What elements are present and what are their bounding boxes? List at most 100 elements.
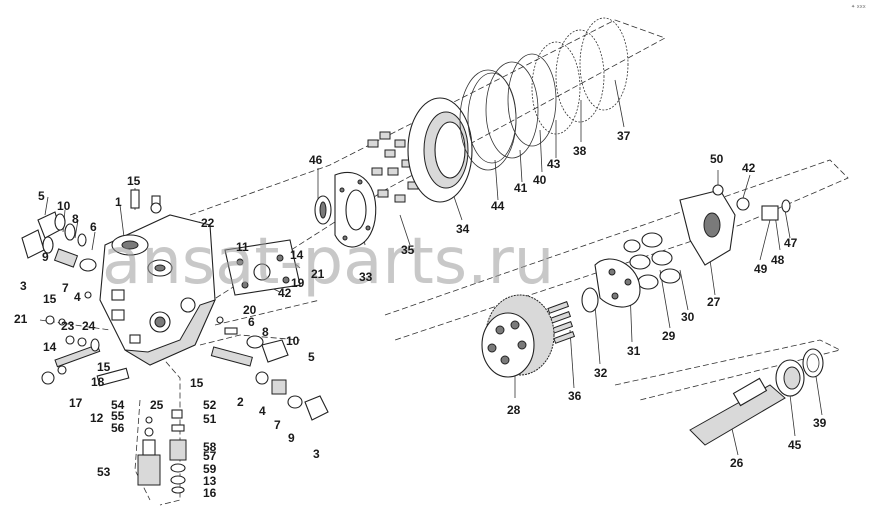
callout-label: 44 — [491, 199, 505, 213]
ring-40 — [507, 53, 557, 147]
plate-38 — [555, 29, 605, 123]
ring-41 — [485, 61, 539, 159]
pistons-30 — [623, 232, 681, 290]
callout-label: 45 — [788, 438, 802, 452]
callout-label: 19 — [291, 276, 305, 290]
callout-label: 33 — [359, 270, 373, 284]
callout-label: 9 — [42, 250, 49, 264]
callout-label: 31 — [627, 344, 641, 358]
callout-label: 3 — [20, 279, 27, 293]
callout-label: 15 — [43, 292, 57, 306]
callout-label: 1 — [115, 195, 122, 209]
callout-label: 4 — [74, 290, 81, 304]
callout-label: 42 — [742, 161, 756, 175]
spring-7 — [53, 248, 79, 268]
callout-label: 37 — [617, 129, 631, 143]
callout-label: 46 — [309, 153, 323, 167]
callout-label: 52 — [203, 398, 217, 412]
callout-label: 23 — [61, 319, 75, 333]
plug-3 — [21, 229, 45, 259]
callout-label: 48 — [771, 253, 785, 267]
callout-label: 32 — [594, 366, 608, 380]
callout-label: 47 — [784, 236, 798, 250]
callout-labels: 1 2 3 3 4 4 5 5 6 6 7 7 8 8 9 9 10 10 11… — [14, 129, 827, 500]
callout-label: 24 — [82, 319, 96, 333]
springs-36 — [547, 301, 576, 344]
callout-label: 54 — [111, 398, 125, 412]
seal-39 — [802, 348, 824, 378]
callout-label: 30 — [681, 310, 695, 324]
callout-label: 7 — [274, 418, 281, 432]
watermark: ansat-parts.ru — [102, 225, 554, 299]
callout-label: 42 — [278, 286, 292, 300]
callout-label: 8 — [72, 212, 79, 226]
callout-label: 18 — [91, 375, 105, 389]
callout-label: 58 — [203, 440, 217, 454]
callout-label: 25 — [150, 398, 164, 412]
callout-label: 7 — [62, 281, 69, 295]
plug-3b — [304, 395, 329, 421]
bolt-50 — [712, 184, 724, 196]
guide-32 — [581, 287, 599, 313]
springs-35 — [367, 131, 419, 203]
callout-label: 43 — [547, 157, 561, 171]
callout-label: 14 — [43, 340, 57, 354]
callout-label: 49 — [754, 262, 768, 276]
callout-label: 56 — [111, 421, 125, 435]
callout-label: 55 — [111, 409, 125, 423]
plug-5b — [261, 339, 289, 363]
callout-label: 9 — [288, 431, 295, 445]
callout-label: 15 — [190, 376, 204, 390]
callout-label: 27 — [707, 295, 721, 309]
callout-label: 38 — [573, 144, 587, 158]
callout-label: 41 — [514, 181, 528, 195]
callout-label: 21 — [311, 267, 325, 281]
callout-label: 50 — [710, 152, 724, 166]
spring-7b — [271, 379, 287, 395]
callout-label: 14 — [290, 248, 304, 262]
valve-body-group — [21, 189, 329, 494]
callout-label: 6 — [248, 315, 255, 329]
plate-43 — [531, 41, 581, 135]
callout-label: 15 — [97, 360, 111, 374]
callout-label: 28 — [507, 403, 521, 417]
callout-label: 16 — [203, 486, 217, 500]
retainer-31 — [594, 258, 641, 308]
callout-label: 53 — [97, 465, 111, 479]
callout-label: 22 — [201, 216, 215, 230]
callout-label: 11 — [236, 240, 249, 254]
callout-label: 4 — [259, 404, 266, 418]
callout-label: 57 — [203, 449, 217, 463]
spool-2 — [210, 346, 253, 367]
callout-label: 10 — [57, 199, 71, 213]
callout-label: 15 — [127, 174, 141, 188]
pin-48 — [761, 205, 779, 221]
callout-label: 5 — [308, 350, 315, 364]
callout-label: 2 — [237, 395, 244, 409]
callout-label: 40 — [533, 173, 547, 187]
callout-label: 29 — [662, 329, 676, 343]
callout-label: 8 — [262, 325, 269, 339]
pin-12 — [96, 367, 130, 387]
callout-label: 39 — [813, 416, 827, 430]
callout-label: 26 — [730, 456, 744, 470]
callout-label: 59 — [203, 462, 217, 476]
callout-label: 21 — [14, 312, 28, 326]
callout-label: 3 — [313, 447, 320, 461]
bolt-42 — [736, 197, 750, 211]
callout-label: 6 — [90, 220, 97, 234]
corner-mark: ✦ xxx — [851, 4, 866, 10]
callout-label: 13 — [203, 474, 217, 488]
callout-label: 17 — [69, 396, 83, 410]
callout-label: 10 — [286, 334, 300, 348]
callout-label: 35 — [401, 243, 415, 257]
cartridge-53 — [137, 454, 161, 486]
callout-label: 5 — [38, 189, 45, 203]
callout-label: 36 — [568, 389, 582, 403]
plate-37 — [579, 17, 629, 111]
callout-label: 34 — [456, 222, 470, 236]
callout-label: 20 — [243, 303, 257, 317]
brake-stack-group — [314, 17, 629, 248]
callout-label: 12 — [90, 411, 104, 425]
